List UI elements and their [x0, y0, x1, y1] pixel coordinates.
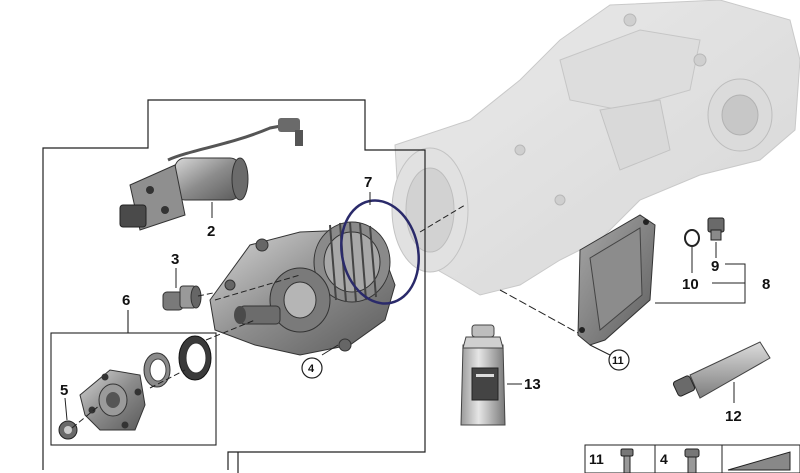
callout-9: 9: [711, 258, 719, 275]
legend-cell-11: 11: [589, 451, 604, 467]
oil-bottle: [460, 324, 506, 426]
callout-11-circle: [608, 349, 630, 371]
leader-11: [589, 344, 611, 356]
callout-5: 5: [60, 382, 68, 399]
dash-6b: [149, 369, 186, 389]
actuator-motor: [119, 118, 303, 231]
clutch-unit: [209, 221, 396, 356]
callout-4: 4: [308, 363, 315, 375]
legend-wedge-icon: [727, 451, 791, 471]
assembly-frame: [42, 99, 426, 473]
dash-3: [197, 289, 229, 297]
output-flange: [79, 369, 146, 431]
subassembly-box: [50, 332, 217, 446]
drain-plug: [707, 217, 725, 241]
callout-3: 3: [171, 251, 179, 268]
callout-7: 7: [364, 174, 372, 191]
callout-10: 10: [682, 276, 699, 293]
leader-5: [64, 397, 68, 421]
callout-11: 11: [612, 355, 624, 367]
dash-6a: [71, 404, 101, 429]
fitting-bolt: [162, 285, 202, 311]
leader-4: [321, 344, 339, 356]
callout-6: 6: [122, 292, 130, 309]
legend-cell-4: 4: [660, 451, 668, 467]
dash-center-1: [214, 274, 301, 301]
differential-housing: [391, 0, 800, 296]
callout-12: 12: [725, 408, 742, 425]
legend-bolt-icon-1: [620, 448, 634, 473]
housing-cover: [577, 214, 656, 346]
o-ring: [340, 199, 420, 305]
sealant-tube: [672, 341, 771, 399]
callout-8: 8: [762, 276, 770, 293]
callout-2: 2: [207, 223, 215, 240]
callout-13: 13: [524, 376, 541, 393]
sealing-washer: [684, 229, 700, 247]
legend-bolt-icon-2: [684, 448, 700, 473]
callout-4-circle: [301, 357, 323, 379]
dash-cover: [499, 289, 579, 334]
flange-nut: [58, 420, 78, 440]
seal-ring-small: [143, 352, 171, 388]
seal-ring-large: [178, 335, 212, 381]
